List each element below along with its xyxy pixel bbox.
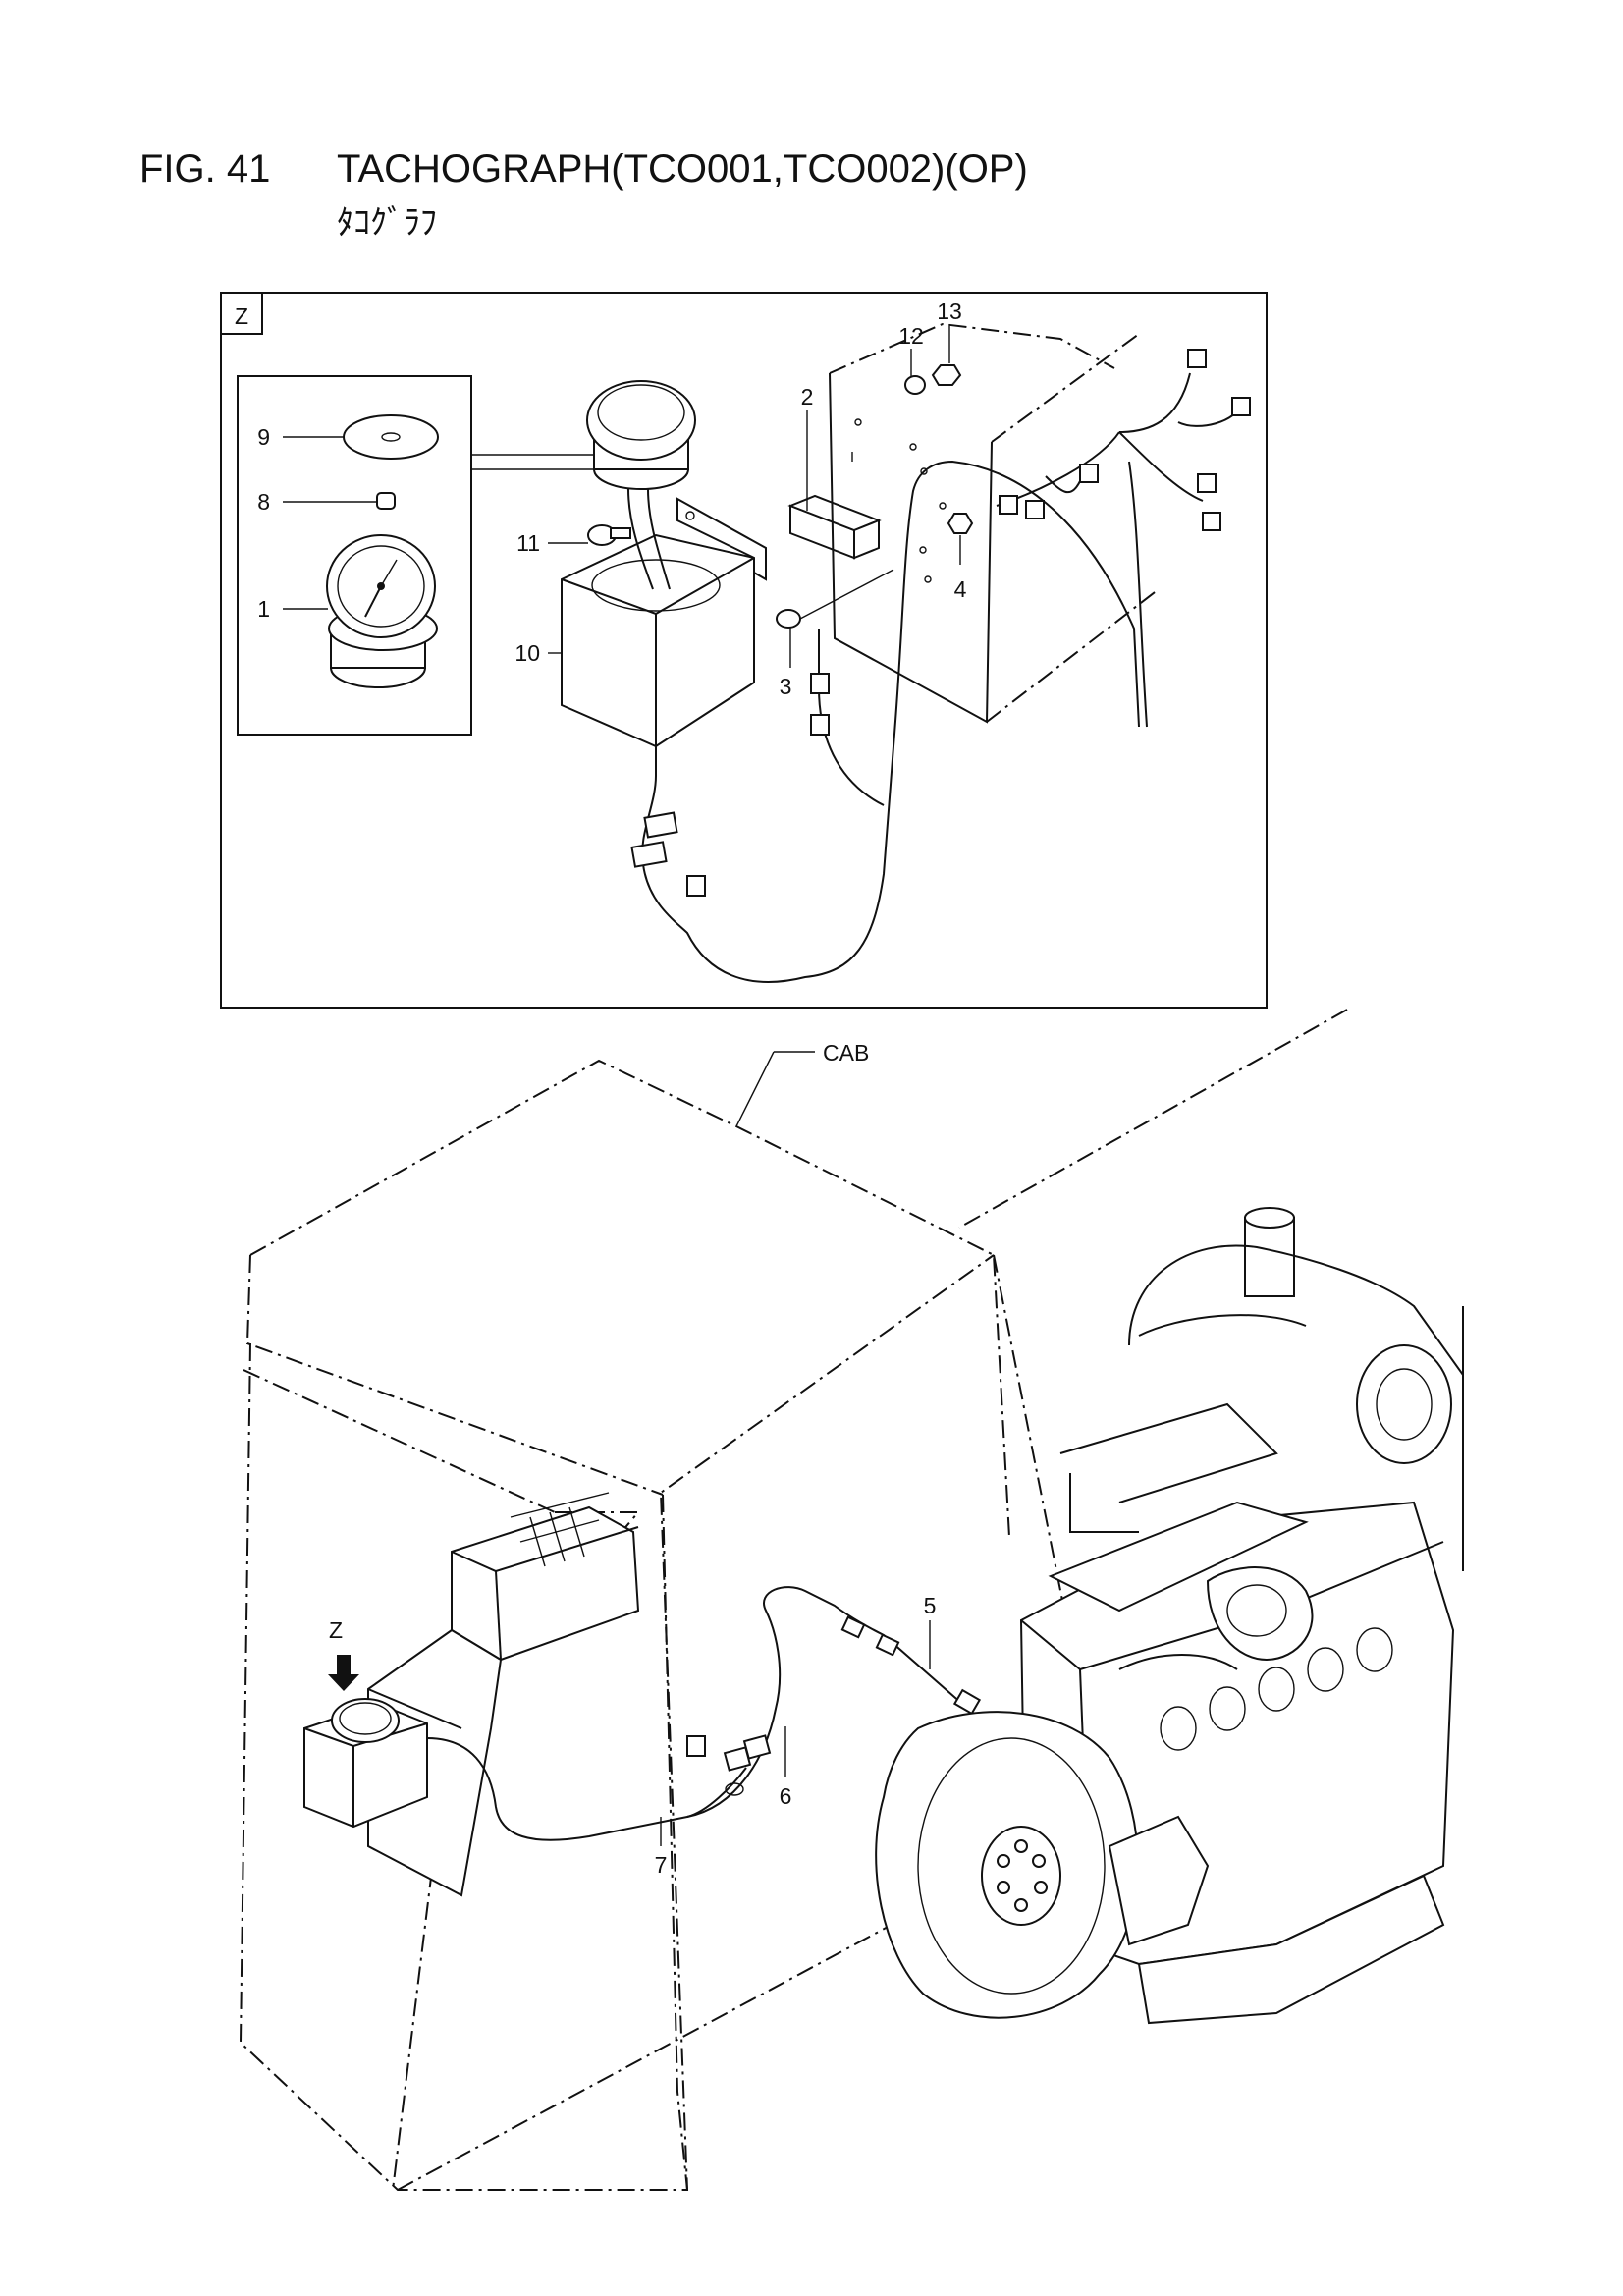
detail-label-box (220, 292, 263, 335)
callout-7: 7 (655, 1852, 668, 1878)
housing-box-part (561, 497, 767, 748)
module-part (787, 494, 882, 560)
ground-ring (725, 1782, 744, 1796)
callout-11: 11 (516, 530, 540, 556)
wiring-connectors (630, 349, 1251, 897)
detail-view-z: Z (220, 292, 1268, 1009)
nut-part-4 (947, 513, 974, 534)
bolt-part (587, 524, 631, 546)
knob-part (376, 492, 396, 510)
cylinder-ports (1160, 1627, 1393, 1751)
wiring-harness (641, 372, 1243, 983)
callout-12: 12 (898, 323, 924, 349)
cab-label: CAB (823, 1040, 869, 1066)
connector-a (686, 1735, 706, 1757)
callout-6: 6 (780, 1783, 792, 1809)
sensor-connector-1 (840, 1615, 866, 1639)
turbocharger (1206, 1566, 1314, 1662)
cover-disc-part (343, 414, 439, 460)
engine (875, 1207, 1464, 2025)
flywheel-housing (875, 1711, 1139, 2019)
connector-c (742, 1734, 772, 1760)
console-switches (510, 1492, 610, 1567)
tachograph-unit (303, 1698, 428, 1829)
screw-part (776, 569, 894, 629)
detail-frame (220, 292, 1268, 1009)
speed-sensor (952, 1688, 982, 1716)
mounting-panel (829, 322, 1160, 724)
gauge-part (326, 534, 438, 688)
speed-sensor-cable (426, 1586, 982, 1841)
cover-disc-hole (381, 432, 401, 442)
figure-subtitle: ﾀｺｸﾞﾗﾌ (337, 204, 437, 242)
exhaust-pipe (1244, 1217, 1295, 1297)
starter-motor (1108, 1815, 1210, 1946)
callout-1: 1 (257, 596, 270, 622)
figure-title: TACHOGRAPH(TCO001,TCO002)(OP) (337, 147, 1028, 191)
callout-3: 3 (780, 674, 792, 699)
z-view-arrow (328, 1655, 359, 1691)
callout-5: 5 (924, 1593, 937, 1618)
z-arrow-label: Z (329, 1617, 343, 1643)
main-assembly: CAB Z (239, 1009, 1464, 2191)
flywheel-hub (981, 1826, 1061, 1926)
callout-2: 2 (801, 384, 814, 410)
callout-13: 13 (937, 299, 962, 324)
sensor-connector-2 (875, 1633, 900, 1657)
nut-part-13 (931, 364, 962, 386)
turbo-inlet (1356, 1344, 1452, 1464)
inset-box (237, 375, 472, 736)
callout-9: 9 (257, 424, 270, 450)
callout-4: 4 (954, 576, 967, 602)
cab-leader (735, 1051, 775, 1127)
detail-label: Z (235, 303, 248, 329)
tachograph-head (586, 380, 696, 590)
callout-10: 10 (514, 640, 540, 666)
leader-lines (283, 324, 961, 668)
washer-part (904, 375, 926, 395)
console (367, 1492, 640, 1897)
callout-8: 8 (257, 489, 270, 515)
figure-number: FIG. 41 (139, 147, 271, 191)
